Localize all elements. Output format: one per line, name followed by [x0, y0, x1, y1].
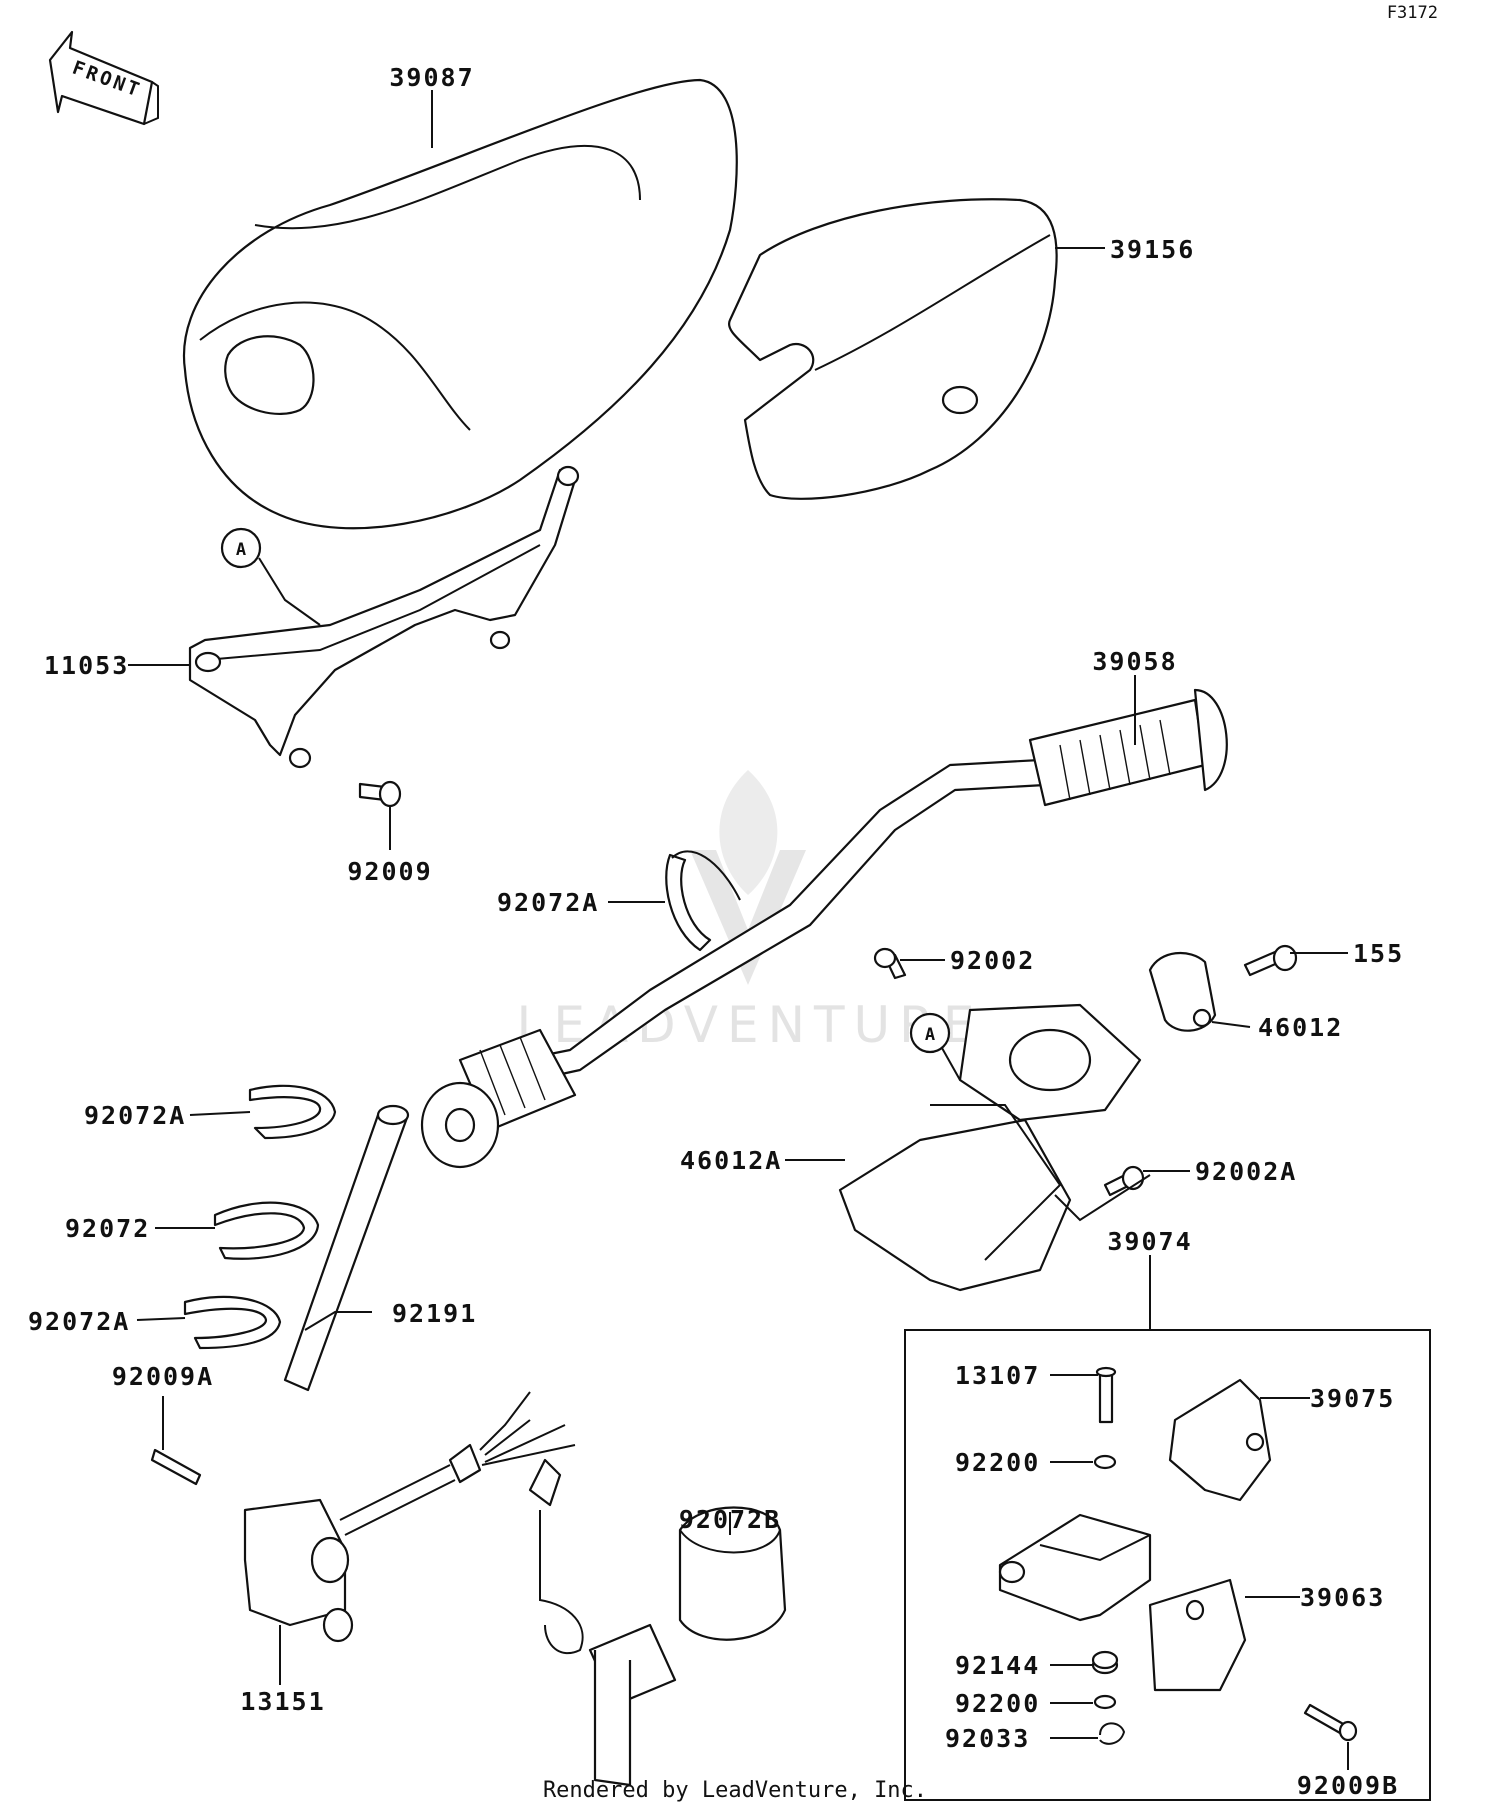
part-39087-cover: [182, 78, 738, 530]
part-92072B-clamp: [588, 1506, 787, 1787]
label-92009B: 92009B: [1297, 1771, 1399, 1800]
label-92002: 92002: [950, 946, 1035, 975]
part-92072-band: [213, 1201, 320, 1260]
callout-a-upper-text: A: [236, 540, 246, 560]
label-92033: 92033: [945, 1724, 1030, 1753]
part-155-bolt: [1243, 944, 1298, 977]
label-92191: 92191: [392, 1299, 477, 1328]
part-46012-clamp: [1148, 951, 1217, 1032]
part-92009-bolt: [358, 780, 402, 808]
label-92072A-lower-2: 92072A: [28, 1307, 130, 1336]
callout-a-lower: A: [909, 1012, 961, 1081]
label-155: 155: [1353, 939, 1404, 968]
label-92072B: 92072B: [679, 1505, 781, 1534]
part-92002-bolt: [873, 947, 907, 980]
front-arrow-icon: FRONT: [48, 30, 159, 126]
part-housing-body: [998, 1513, 1152, 1622]
part-92200-washer-upper: [1093, 1454, 1117, 1470]
part-92072A-band-lower-1: [248, 1084, 337, 1140]
part-92072A-band-lower-2: [183, 1295, 282, 1350]
label-92200-upper: 92200: [955, 1448, 1040, 1477]
part-labels: 39087 39156 11053 92009 39058 92072A 920…: [28, 63, 1404, 1800]
label-46012A: 46012A: [680, 1146, 782, 1175]
label-39075: 39075: [1310, 1384, 1395, 1413]
label-92072A-upper: 92072A: [497, 888, 599, 917]
part-39075-lever: [1168, 1378, 1272, 1502]
label-39074: 39074: [1107, 1227, 1192, 1256]
part-39058-handlebar: [420, 688, 1228, 1169]
part-39063-cover: [1148, 1578, 1247, 1692]
part-92033-circlip: [1099, 1722, 1126, 1745]
part-92009B-screw: [1303, 1703, 1358, 1742]
label-92144: 92144: [955, 1651, 1040, 1680]
label-39063: 39063: [1300, 1583, 1385, 1612]
footer-credit: Rendered by LeadVenture, Inc.: [543, 1778, 927, 1803]
part-92200-washer-lower: [1093, 1694, 1117, 1710]
part-92191-tube: [283, 1104, 410, 1392]
label-13107: 13107: [955, 1361, 1040, 1390]
leader-lines: [128, 90, 1349, 1770]
part-13107-pin: [1095, 1366, 1117, 1424]
part-92072A-band-upper: [665, 850, 741, 952]
label-92009A: 92009A: [112, 1362, 214, 1391]
label-13151: 13151: [240, 1687, 325, 1716]
label-92200-lower: 92200: [955, 1689, 1040, 1718]
callout-a-upper: A: [220, 527, 321, 626]
part-92144-spring: [1091, 1650, 1119, 1675]
label-39087: 39087: [389, 63, 474, 92]
label-92002A: 92002A: [1195, 1157, 1297, 1186]
part-39156-cover: [727, 198, 1058, 500]
callout-a-lower-text: A: [925, 1025, 935, 1045]
label-92072: 92072: [65, 1214, 150, 1243]
label-11053: 11053: [44, 651, 129, 680]
figure-code: F3172: [1387, 3, 1438, 23]
kit-box-39074: [904, 1255, 1431, 1801]
part-13151-switch: [150, 1391, 576, 1643]
label-46012: 46012: [1258, 1013, 1343, 1042]
label-39156: 39156: [1110, 235, 1195, 264]
label-39058: 39058: [1092, 647, 1177, 676]
label-92072A-lower-1: 92072A: [84, 1101, 186, 1130]
part-11053-bracket: [188, 465, 580, 769]
part-lanyard-cord: [528, 1458, 584, 1655]
label-92009: 92009: [347, 857, 432, 886]
